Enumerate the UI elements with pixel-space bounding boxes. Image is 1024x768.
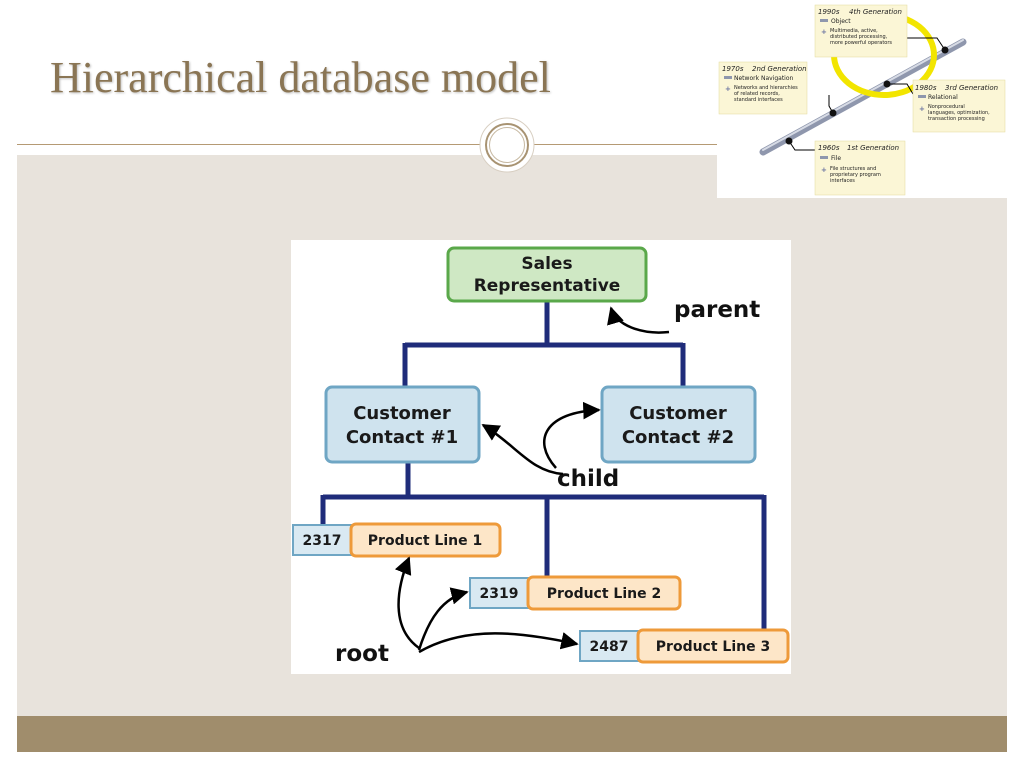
svg-text:1990s: 1990s: [818, 8, 840, 16]
generation-card-3rd: 1980s 3rd Generation Relational + Nonpro…: [912, 79, 1006, 133]
node-child2-line1: Customer: [629, 403, 727, 424]
product-label: Product Line 3: [656, 639, 770, 655]
product-label: Product Line 1: [368, 533, 482, 549]
svg-text:1st Generation: 1st Generation: [847, 144, 899, 152]
svg-text:transaction processing: transaction processing: [928, 116, 985, 122]
timeline-axis: [759, 38, 967, 156]
plus-icon: +: [919, 105, 925, 113]
svg-text:Multimedia, active,: Multimedia, active,: [830, 28, 878, 34]
node-sales-representative: Sales Representative: [446, 246, 648, 303]
svg-text:of related records,: of related records,: [734, 91, 780, 97]
svg-text:distributed processing,: distributed processing,: [830, 34, 888, 40]
svg-text:standard interfaces: standard interfaces: [734, 97, 783, 103]
node-parent-line1: Sales: [521, 254, 572, 274]
generation-card-2nd: 1970s 2nd Generation Network Navigation …: [718, 61, 808, 115]
circle-ornament-icon: [479, 117, 535, 173]
svg-text:interfaces: interfaces: [830, 178, 855, 184]
generation-card-1st: 1960s 1st Generation File + File structu…: [814, 140, 906, 196]
slide-title: Hierarchical database model: [50, 53, 551, 102]
svg-text:1980s: 1980s: [915, 84, 937, 92]
annotation-arrows: [394, 306, 670, 654]
tree-connectors: [320, 301, 767, 632]
node-child2-line2: Contact #2: [622, 427, 734, 448]
product-code: 2487: [590, 639, 629, 655]
product-code: 2319: [480, 586, 519, 602]
svg-text:Nonprocedural: Nonprocedural: [928, 104, 965, 110]
node-child1-line1: Customer: [353, 403, 451, 424]
database-generations-timeline: 1990s 4th Generation Object + Multimedia…: [717, 0, 1007, 198]
svg-text:1960s: 1960s: [818, 144, 840, 152]
product-line-3: 2487 Product Line 3: [579, 628, 790, 664]
product-code: 2317: [303, 533, 342, 549]
svg-text:proprietary program: proprietary program: [830, 172, 881, 178]
svg-text:Relational: Relational: [928, 94, 958, 101]
svg-text:Object: Object: [831, 18, 851, 25]
generation-card-4th: 1990s 4th Generation Object + Multimedia…: [814, 4, 908, 58]
svg-text:more powerful operators: more powerful operators: [830, 40, 892, 46]
product-line-2: 2319 Product Line 2: [469, 575, 682, 611]
svg-text:File structures and: File structures and: [830, 166, 876, 172]
svg-text:Network Navigation: Network Navigation: [734, 75, 794, 82]
node-customer-contact-1: Customer Contact #1: [324, 385, 481, 464]
product-label: Product Line 2: [547, 586, 661, 602]
svg-text:languages, optimization,: languages, optimization,: [928, 110, 990, 116]
node-parent-line2: Representative: [474, 276, 621, 296]
node-child1-line2: Contact #1: [346, 427, 458, 448]
svg-text:2nd Generation: 2nd Generation: [752, 65, 807, 73]
hierarchy-diagram: Sales Representative Customer Contact #1…: [291, 240, 791, 674]
svg-text:1970s: 1970s: [722, 65, 744, 73]
svg-text:Networks and hierarchies: Networks and hierarchies: [734, 85, 798, 91]
label-root: root: [335, 641, 389, 667]
svg-text:File: File: [831, 155, 841, 162]
footer-bar: [17, 716, 1007, 752]
node-customer-contact-2: Customer Contact #2: [600, 385, 757, 464]
product-line-1: 2317 Product Line 1: [292, 522, 502, 558]
plus-icon: +: [821, 166, 827, 174]
label-parent: parent: [674, 297, 760, 323]
svg-text:3rd Generation: 3rd Generation: [945, 84, 998, 92]
svg-text:4th Generation: 4th Generation: [849, 8, 902, 16]
plus-icon: +: [821, 28, 827, 36]
plus-icon: +: [725, 85, 731, 93]
label-child: child: [557, 466, 619, 492]
